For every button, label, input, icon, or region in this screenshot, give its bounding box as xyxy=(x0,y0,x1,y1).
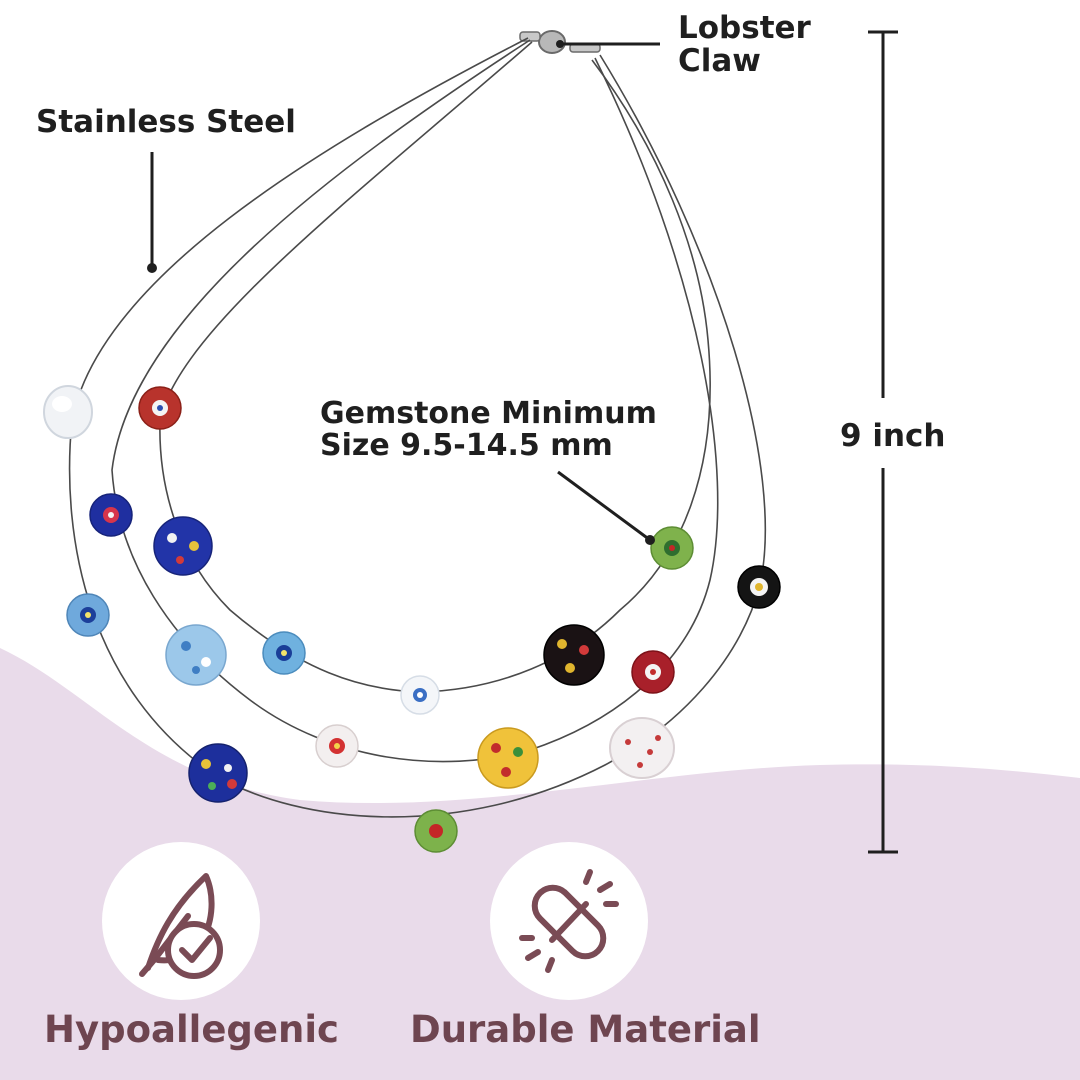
feather-check-icon xyxy=(139,873,223,979)
bead xyxy=(66,593,110,637)
bead xyxy=(315,724,359,768)
bead xyxy=(650,526,694,570)
bead xyxy=(400,675,440,715)
bead xyxy=(543,624,605,686)
durable-material-caption: Durable Material xyxy=(410,1008,761,1051)
bead xyxy=(165,624,227,686)
bead xyxy=(262,631,306,675)
gemstone-leader xyxy=(557,470,651,542)
stainless-steel-label: Stainless Steel xyxy=(36,104,296,140)
lobster-claw-label-line2: Claw xyxy=(678,43,761,79)
bead xyxy=(89,493,133,537)
bead xyxy=(609,717,675,779)
capsule-link-icon xyxy=(519,869,619,973)
bead xyxy=(43,385,93,439)
bead xyxy=(737,565,781,609)
bead xyxy=(477,727,539,789)
hypoallergenic-badge xyxy=(102,842,260,1000)
lobster-claw-label: Lobster Claw xyxy=(678,12,811,78)
wire-middle xyxy=(111,39,719,763)
bead xyxy=(414,809,458,853)
callout-dots xyxy=(147,40,655,545)
bead xyxy=(631,650,675,694)
wire-outer xyxy=(68,37,767,818)
gemstone-size-label-line1: Gemstone Minimum xyxy=(320,396,657,431)
bead xyxy=(188,743,248,803)
glass-beads xyxy=(43,385,781,853)
bead xyxy=(153,516,213,576)
gemstone-size-label-line2: Size 9.5-14.5 mm xyxy=(320,428,613,463)
gemstone-size-label: Gemstone Minimum Size 9.5-14.5 mm xyxy=(320,398,657,462)
hypoallergenic-caption: Hypoallegenic xyxy=(44,1008,339,1051)
length-label: 9 inch xyxy=(840,418,946,454)
lobster-claw-label-line1: Lobster xyxy=(678,10,811,46)
callout-lines xyxy=(150,30,898,854)
bead xyxy=(138,386,182,430)
durable-material-badge xyxy=(490,842,648,1000)
